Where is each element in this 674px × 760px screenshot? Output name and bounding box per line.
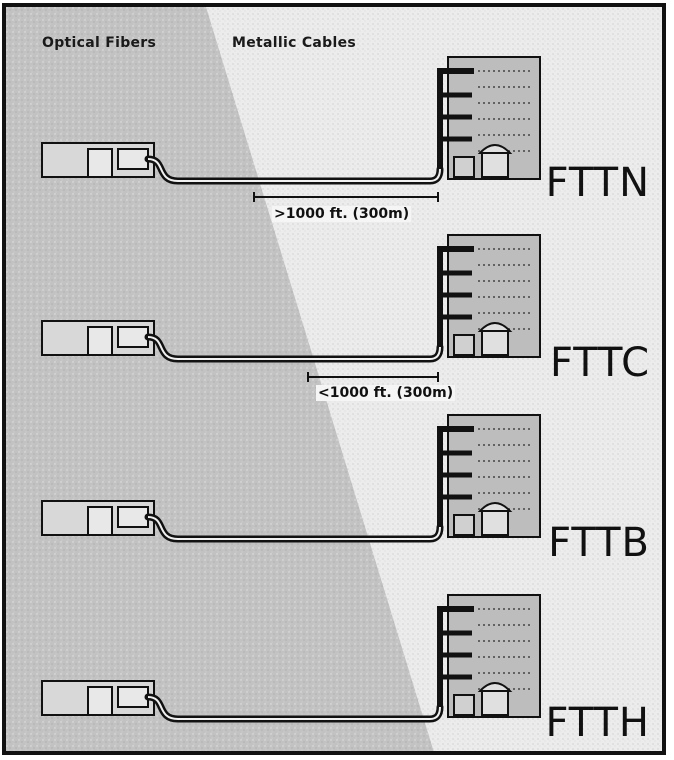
diagram-canvas xyxy=(6,7,662,751)
building-riser-ftth xyxy=(437,606,474,707)
terminal-dome-fttc xyxy=(477,322,513,332)
terminal-cabinet-fttn xyxy=(481,152,509,178)
office-equipment-fttb xyxy=(117,506,149,528)
office-door-fttb xyxy=(87,506,113,536)
office-door-fttn xyxy=(87,148,113,178)
terminal-dome-fttb xyxy=(477,502,513,512)
entry-box-fttn xyxy=(453,156,475,178)
terminal-dome-ftth xyxy=(477,682,513,692)
label-fttn: FTTN xyxy=(545,160,650,206)
fiber-deployment-diagram: Optical Fibers Metallic Cables FTTN FTTC… xyxy=(2,3,666,755)
office-equipment-fttn xyxy=(117,148,149,170)
entry-box-ftth xyxy=(453,694,475,716)
building-riser-fttc xyxy=(437,246,474,347)
building-riser-fttn xyxy=(437,68,474,169)
legend-metallic-cables: Metallic Cables xyxy=(232,35,357,51)
entry-box-fttc xyxy=(453,334,475,356)
cable-core-fttb xyxy=(147,516,441,540)
entry-box-fttb xyxy=(453,514,475,536)
office-equipment-fttc xyxy=(117,326,149,348)
terminal-cabinet-fttc xyxy=(481,330,509,356)
terminal-dome-fttn xyxy=(477,144,513,154)
label-fttb: FTTB xyxy=(548,520,650,566)
office-door-fttc xyxy=(87,326,113,356)
distance-label-fttc: <1000 ft. (300m) xyxy=(316,385,456,401)
building-riser-fttb xyxy=(437,426,474,527)
office-door-ftth xyxy=(87,686,113,716)
office-equipment-ftth xyxy=(117,686,149,708)
terminal-cabinet-ftth xyxy=(481,690,509,716)
distance-label-fttn: >1000 ft. (300m) xyxy=(272,206,412,222)
cable-core-fttc xyxy=(147,336,441,360)
cable-core-fttn xyxy=(147,158,441,182)
label-fttc: FTTC xyxy=(549,340,650,386)
cable-core-ftth xyxy=(147,696,441,720)
legend-optical-fibers: Optical Fibers xyxy=(42,35,157,51)
label-ftth: FTTH xyxy=(545,700,650,746)
terminal-cabinet-fttb xyxy=(481,510,509,536)
